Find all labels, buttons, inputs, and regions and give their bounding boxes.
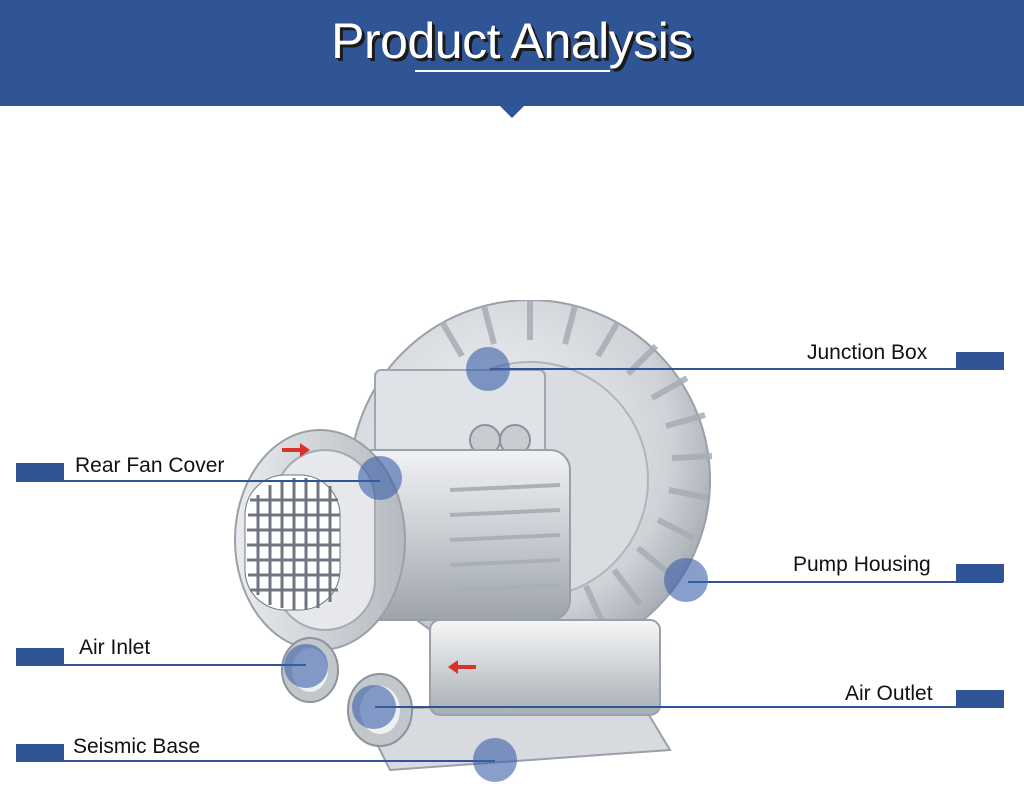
pump-housing-tab (956, 564, 1004, 582)
banner-notch (499, 105, 525, 118)
air-inlet-tab (16, 648, 64, 666)
page-title: Product Analysis (331, 13, 693, 69)
air-outlet-tab (956, 690, 1004, 708)
junction-box-label: Junction Box (807, 341, 928, 364)
air-inlet-label: Air Inlet (79, 636, 151, 659)
title-underline (415, 70, 610, 72)
seismic-base-tab (16, 744, 64, 762)
pump-housing-label: Pump Housing (793, 553, 931, 576)
ring-blower-image (200, 300, 740, 780)
junction-box-tab (956, 352, 1004, 370)
header-banner: Product Analysis (0, 0, 1024, 106)
rear-fan-cover-tab (16, 463, 64, 481)
seismic-base-label: Seismic Base (73, 735, 201, 758)
air-outlet-label: Air Outlet (845, 682, 933, 705)
rear-fan-cover-label: Rear Fan Cover (75, 454, 225, 477)
